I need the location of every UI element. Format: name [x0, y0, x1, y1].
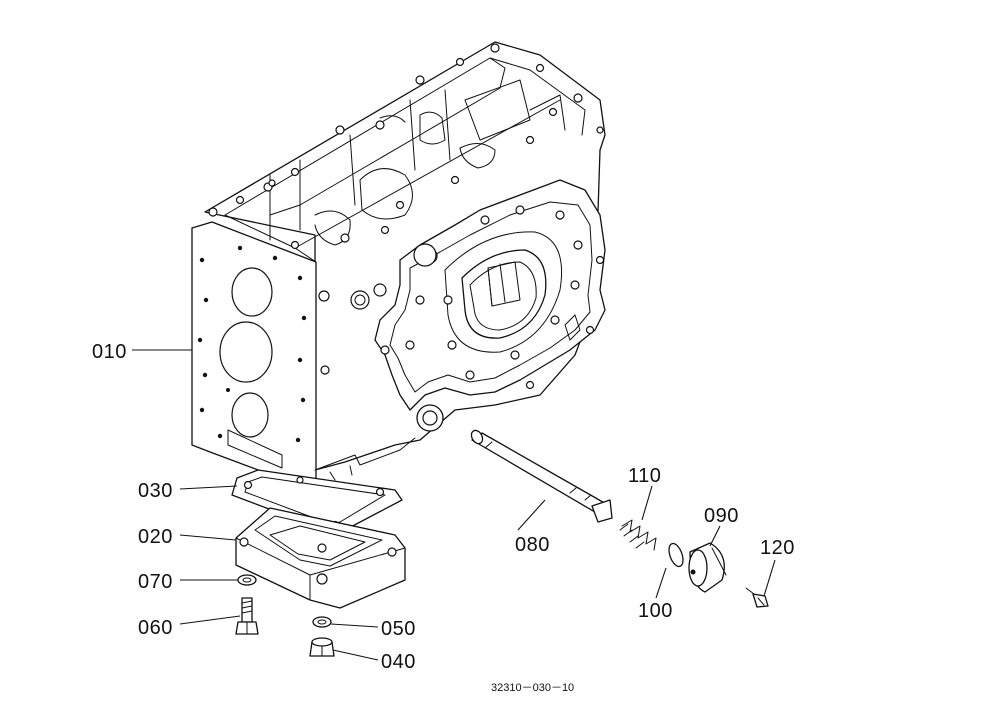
label-010: 010: [92, 341, 127, 363]
part-090-cap: [688, 542, 727, 593]
part-050-washer: [312, 616, 332, 628]
label-040: 040: [381, 651, 416, 673]
label-080: 080: [515, 534, 550, 556]
label-060: 060: [138, 617, 173, 639]
label-120: 120: [760, 537, 795, 559]
top-bolt-holes: [208, 43, 604, 250]
part-100-o-ring: [668, 542, 684, 568]
part-060-bolt: [235, 597, 259, 635]
label-050: 050: [381, 618, 416, 640]
flange-holes: [197, 245, 307, 469]
label-090: 090: [704, 505, 739, 527]
reference-code: 32310－030－10: [491, 682, 574, 694]
part-020-cover-plate: [235, 507, 406, 609]
part-010-transmission-case: [191, 41, 606, 487]
label-030: 030: [138, 480, 173, 502]
part-110-spring: [619, 519, 657, 551]
label-110: 110: [628, 465, 661, 487]
label-100: 100: [638, 600, 673, 622]
part-040-plug: [309, 637, 335, 657]
leader-lines: [132, 349, 776, 661]
part-120-screw: [745, 587, 769, 608]
part-080-shaft: [470, 429, 613, 523]
part-070-washer: [237, 574, 257, 586]
flange-bolt-holes: [380, 205, 605, 390]
label-070: 070: [138, 571, 173, 593]
callout-labels: 010 030 020 070 060 050 040 080 110 100 …: [92, 341, 795, 694]
label-020: 020: [138, 526, 173, 548]
